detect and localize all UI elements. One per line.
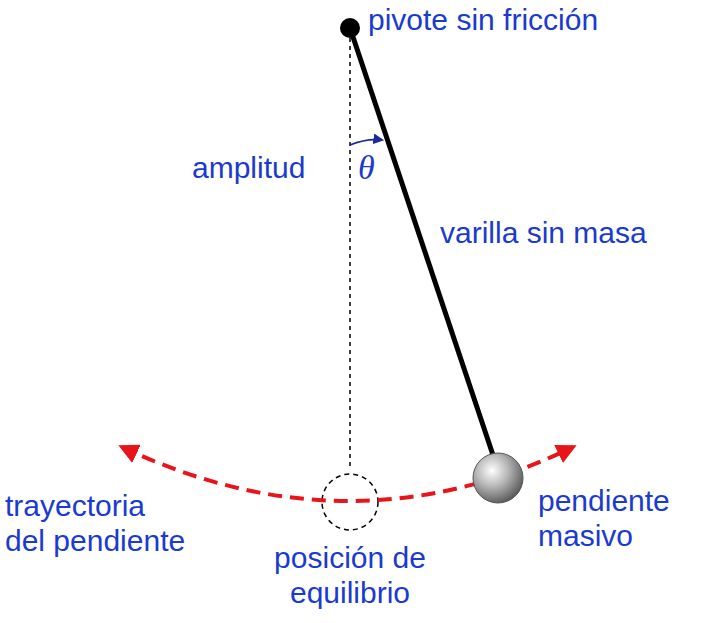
trajectory-label: trayectoria del pendiente [5, 488, 188, 559]
vertical-reference-line [349, 30, 351, 470]
bob-label: pendiente masivo [538, 483, 673, 554]
rod-label: varilla sin masa [440, 215, 650, 250]
amplitude-label: amplitud [192, 150, 308, 185]
angle-symbol: θ [358, 148, 378, 188]
pivot-label: pivote sin fricción [368, 2, 601, 37]
pivot-point [340, 18, 360, 38]
equilibrium-label: posición de equilibrio [273, 540, 428, 611]
angle-arc [350, 140, 382, 145]
pendulum-bob [473, 453, 523, 503]
